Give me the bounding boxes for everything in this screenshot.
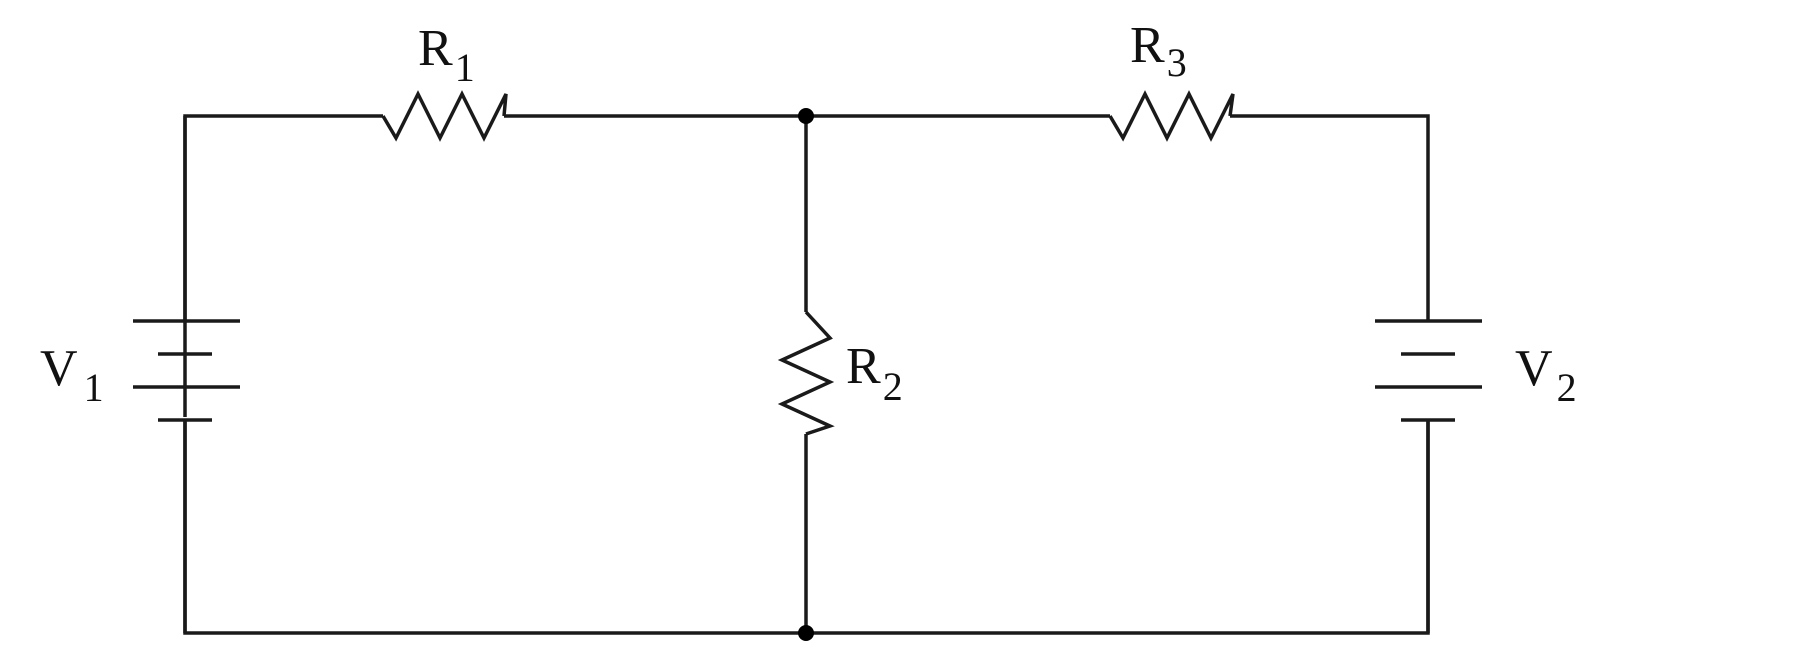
label-r2-base: R xyxy=(846,338,881,395)
label-r2: R2 xyxy=(846,338,903,409)
label-r1: R1 xyxy=(418,20,475,90)
wire-top-left xyxy=(183,114,383,417)
junction-node-top xyxy=(798,108,814,124)
junction-node-bottom xyxy=(798,625,814,641)
resistor-r3 xyxy=(1108,90,1235,142)
label-v1-sub: 1 xyxy=(84,365,104,410)
resistor-r1 xyxy=(381,90,508,142)
label-r3-sub: 3 xyxy=(1167,40,1187,85)
resistor-r2 xyxy=(777,310,835,436)
label-r1-sub: 1 xyxy=(455,45,475,90)
label-r3-base: R xyxy=(1130,17,1165,74)
label-v1-base: V xyxy=(40,340,78,397)
label-v2-base: V xyxy=(1515,340,1553,397)
label-v2-sub: 2 xyxy=(1557,365,1577,410)
wire-top-right xyxy=(1230,114,1430,321)
label-r2-sub: 2 xyxy=(883,364,903,409)
label-r1-base: R xyxy=(418,20,453,77)
label-r3: R3 xyxy=(1130,17,1187,85)
